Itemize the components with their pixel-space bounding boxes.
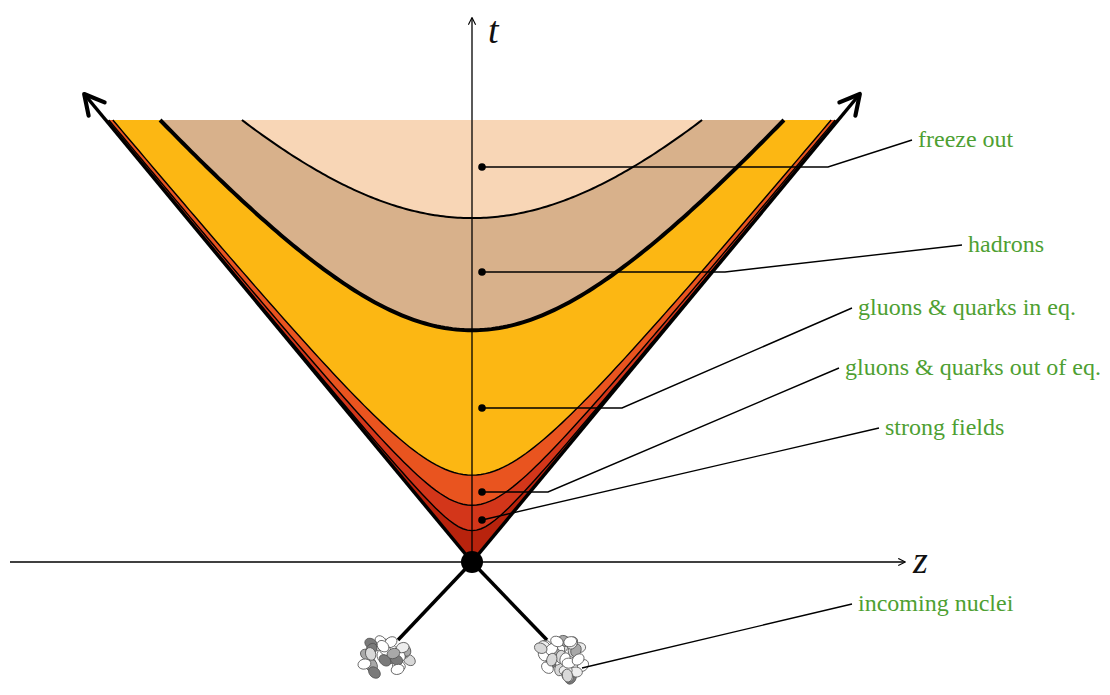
leader-line xyxy=(482,428,879,520)
axis-label: t xyxy=(488,11,499,49)
leader-line xyxy=(482,368,839,492)
nucleon xyxy=(559,668,575,684)
phase-label: strong fields xyxy=(885,414,1004,442)
light-cone-edge xyxy=(472,95,859,562)
phase-label: freeze out xyxy=(918,126,1013,154)
nucleon xyxy=(386,647,402,661)
nucleon xyxy=(570,651,586,667)
nucleus xyxy=(357,633,418,680)
leader-dot xyxy=(478,404,486,412)
leader-dot xyxy=(478,163,486,171)
incoming-nuclei-figure xyxy=(357,562,591,686)
nucleon xyxy=(549,634,565,648)
axes xyxy=(10,18,905,573)
nucleon xyxy=(533,641,549,655)
axis-label: z xyxy=(913,541,928,579)
leader-lines xyxy=(478,140,962,668)
leader-dot xyxy=(478,516,486,524)
nucleon xyxy=(545,652,559,667)
nucleon xyxy=(357,658,372,671)
nucleon xyxy=(390,663,405,676)
nucleon xyxy=(562,668,574,682)
leader-line xyxy=(482,245,962,272)
leader-dot xyxy=(478,488,486,496)
light-cone-edge xyxy=(85,95,472,562)
phase-label: incoming nuclei xyxy=(858,590,1013,618)
leader-line xyxy=(482,140,912,167)
leader-dot xyxy=(478,268,486,276)
nucleus-worldline xyxy=(398,562,472,640)
phase-label: gluons & quarks out of eq. xyxy=(845,354,1101,382)
z-axis xyxy=(10,561,905,562)
nucleon xyxy=(563,635,578,648)
phase-label: gluons & quarks in eq. xyxy=(858,294,1076,322)
nucleus-worldline xyxy=(472,562,547,640)
leader-line xyxy=(582,604,852,668)
time-axis xyxy=(471,18,472,562)
nucleus xyxy=(533,633,591,686)
phase-label: hadrons xyxy=(968,231,1044,259)
leader-line xyxy=(482,308,852,408)
